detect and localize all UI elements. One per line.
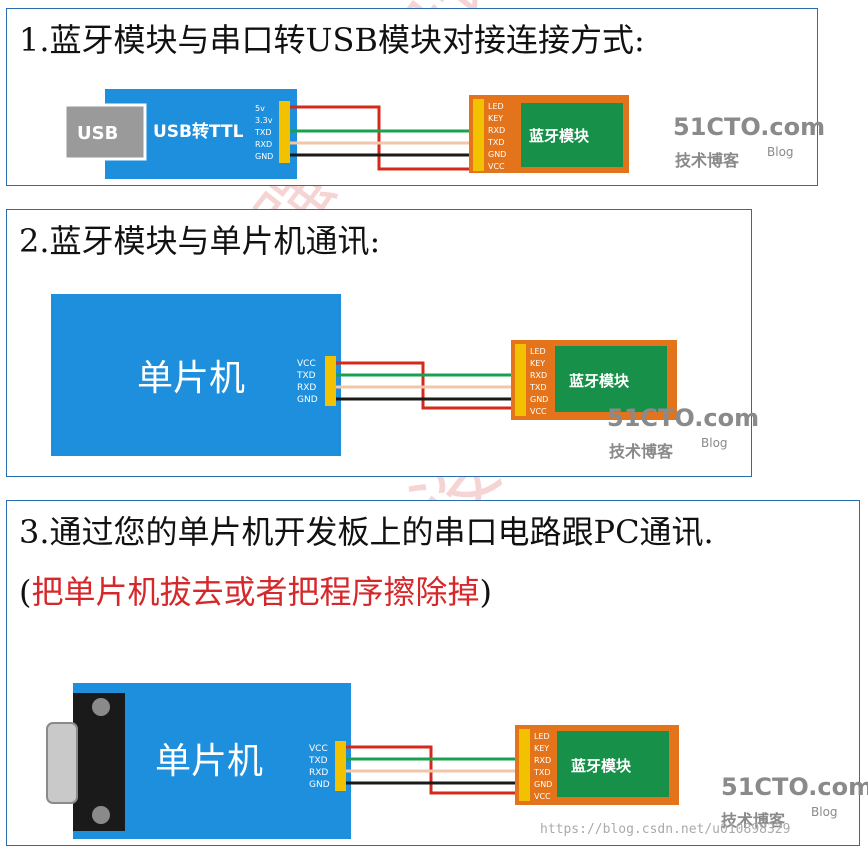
mcu-label: 单片机: [155, 741, 263, 782]
bt-pin-label: VCC: [534, 792, 551, 801]
section-2-diagram: 单片机 VCC TXD RXD GND 蓝牙模块 LED KEY RXD TXD…: [51, 294, 677, 456]
mcu-pin-label: RXD: [297, 383, 316, 393]
db9-screw-bottom: [92, 806, 110, 824]
watermark-tagline: 技术博客: [675, 151, 740, 170]
bt-pin-label: RXD: [530, 371, 547, 380]
bt-module-label: 蓝牙模块: [529, 127, 590, 145]
section-2-title: 2.蓝牙模块与单片机通讯:: [19, 222, 381, 260]
bt-pin-header: [515, 344, 526, 416]
bt-pin-label: RXD: [534, 756, 551, 765]
mcu-pin-header: [325, 356, 336, 406]
bt-pin-label: TXD: [487, 138, 505, 147]
converter-pin-label: GND: [255, 152, 273, 161]
bt-chip: [555, 346, 667, 412]
bt-pin-label: LED: [488, 102, 504, 111]
bt-pin-label: GND: [488, 150, 506, 159]
section-1-title: 1.蓝牙模块与串口转USB模块对接连接方式:: [19, 21, 645, 59]
csdn-url-watermark: https://blog.csdn.net/u010898329: [540, 822, 791, 837]
section-2-panel: 2.蓝牙模块与单片机通讯: 单片机 VCC TXD RXD GND 蓝牙模块 L…: [6, 209, 759, 477]
bt-pin-label: GND: [534, 780, 552, 789]
converter-pin-label: 5v: [255, 104, 265, 113]
bt-pin-label: LED: [530, 347, 546, 356]
watermark-blog: Blog: [811, 805, 838, 819]
bt-pin-header: [519, 729, 530, 801]
mcu-pin-label: VCC: [297, 359, 316, 369]
mcu-pin-label: TXD: [308, 756, 328, 766]
watermark-tagline: 技术博客: [609, 442, 674, 461]
usb-plug-label: USB: [77, 123, 118, 144]
bt-module-label: 蓝牙模块: [571, 757, 632, 775]
converter-pin-header: [279, 101, 290, 163]
usb-plug: [63, 103, 147, 161]
converter-pin-label: 3.3v: [255, 116, 273, 125]
mcu-board: [51, 294, 341, 456]
watermark-site: 51CTO.com: [607, 404, 760, 432]
mcu-pin-label: RXD: [309, 768, 328, 778]
converter-pin-label: TXD: [254, 128, 272, 137]
section-3-title: 3.通过您的单片机开发板上的串口电路跟PC通讯.: [19, 513, 714, 551]
bt-chip: [521, 103, 623, 167]
section-3-diagram: 单片机 VCC TXD RXD GND 蓝牙模块 LED KEY RXD TXD…: [46, 683, 679, 839]
converter-pin-label: RXD: [255, 140, 272, 149]
mcu-pin-label: TXD: [296, 371, 316, 381]
watermark-site: 51CTO.com: [721, 773, 868, 801]
note-close-paren: ): [479, 573, 492, 611]
bt-pin-label: LED: [534, 732, 550, 741]
section-1-panel: 1.蓝牙模块与串口转USB模块对接连接方式: USB USB转TTL 5v 3.…: [6, 8, 825, 186]
mcu-pin-label: VCC: [309, 744, 328, 754]
section-3-note: (把单片机拔去或者把程序擦除掉): [19, 567, 492, 613]
watermark-blog: Blog: [767, 145, 794, 159]
note-open-paren: (: [19, 573, 32, 611]
bt-module-label: 蓝牙模块: [569, 372, 630, 390]
watermark-blog: Blog: [701, 436, 728, 450]
mcu-pin-header: [335, 741, 346, 791]
bt-pin-header: [473, 99, 484, 171]
bt-pin-label: TXD: [533, 768, 551, 777]
db9-screw-top: [92, 698, 110, 716]
bt-pin-label: KEY: [530, 359, 545, 368]
bt-pin-label: KEY: [534, 744, 549, 753]
bt-pin-label: VCC: [488, 162, 505, 171]
bt-pin-label: KEY: [488, 114, 503, 123]
db9-shell: [46, 722, 78, 804]
section-3-panel: 3.通过您的单片机开发板上的串口电路跟PC通讯. (把单片机拔去或者把程序擦除掉…: [6, 500, 868, 846]
watermark-tagline: 技术博客: [721, 811, 786, 830]
mcu-pin-label: GND: [297, 395, 318, 405]
usb-ttl-label: USB转TTL: [153, 121, 244, 142]
bt-pin-label: RXD: [488, 126, 505, 135]
wire-5v-to-vcc: [290, 105, 473, 171]
bt-pin-label: VCC: [530, 407, 547, 416]
bt-pin-label: GND: [530, 395, 548, 404]
watermark-site: 51CTO.com: [673, 113, 826, 141]
bt-pin-label: TXD: [529, 383, 547, 392]
section-1-diagram: USB USB转TTL 5v 3.3v TXD RXD GND 蓝牙模块 LED…: [63, 89, 629, 179]
note-text: 把单片机拔去或者把程序擦除掉: [31, 573, 480, 611]
mcu-label: 单片机: [137, 358, 245, 399]
mcu-pin-label: GND: [309, 780, 330, 790]
bt-chip: [557, 731, 669, 797]
